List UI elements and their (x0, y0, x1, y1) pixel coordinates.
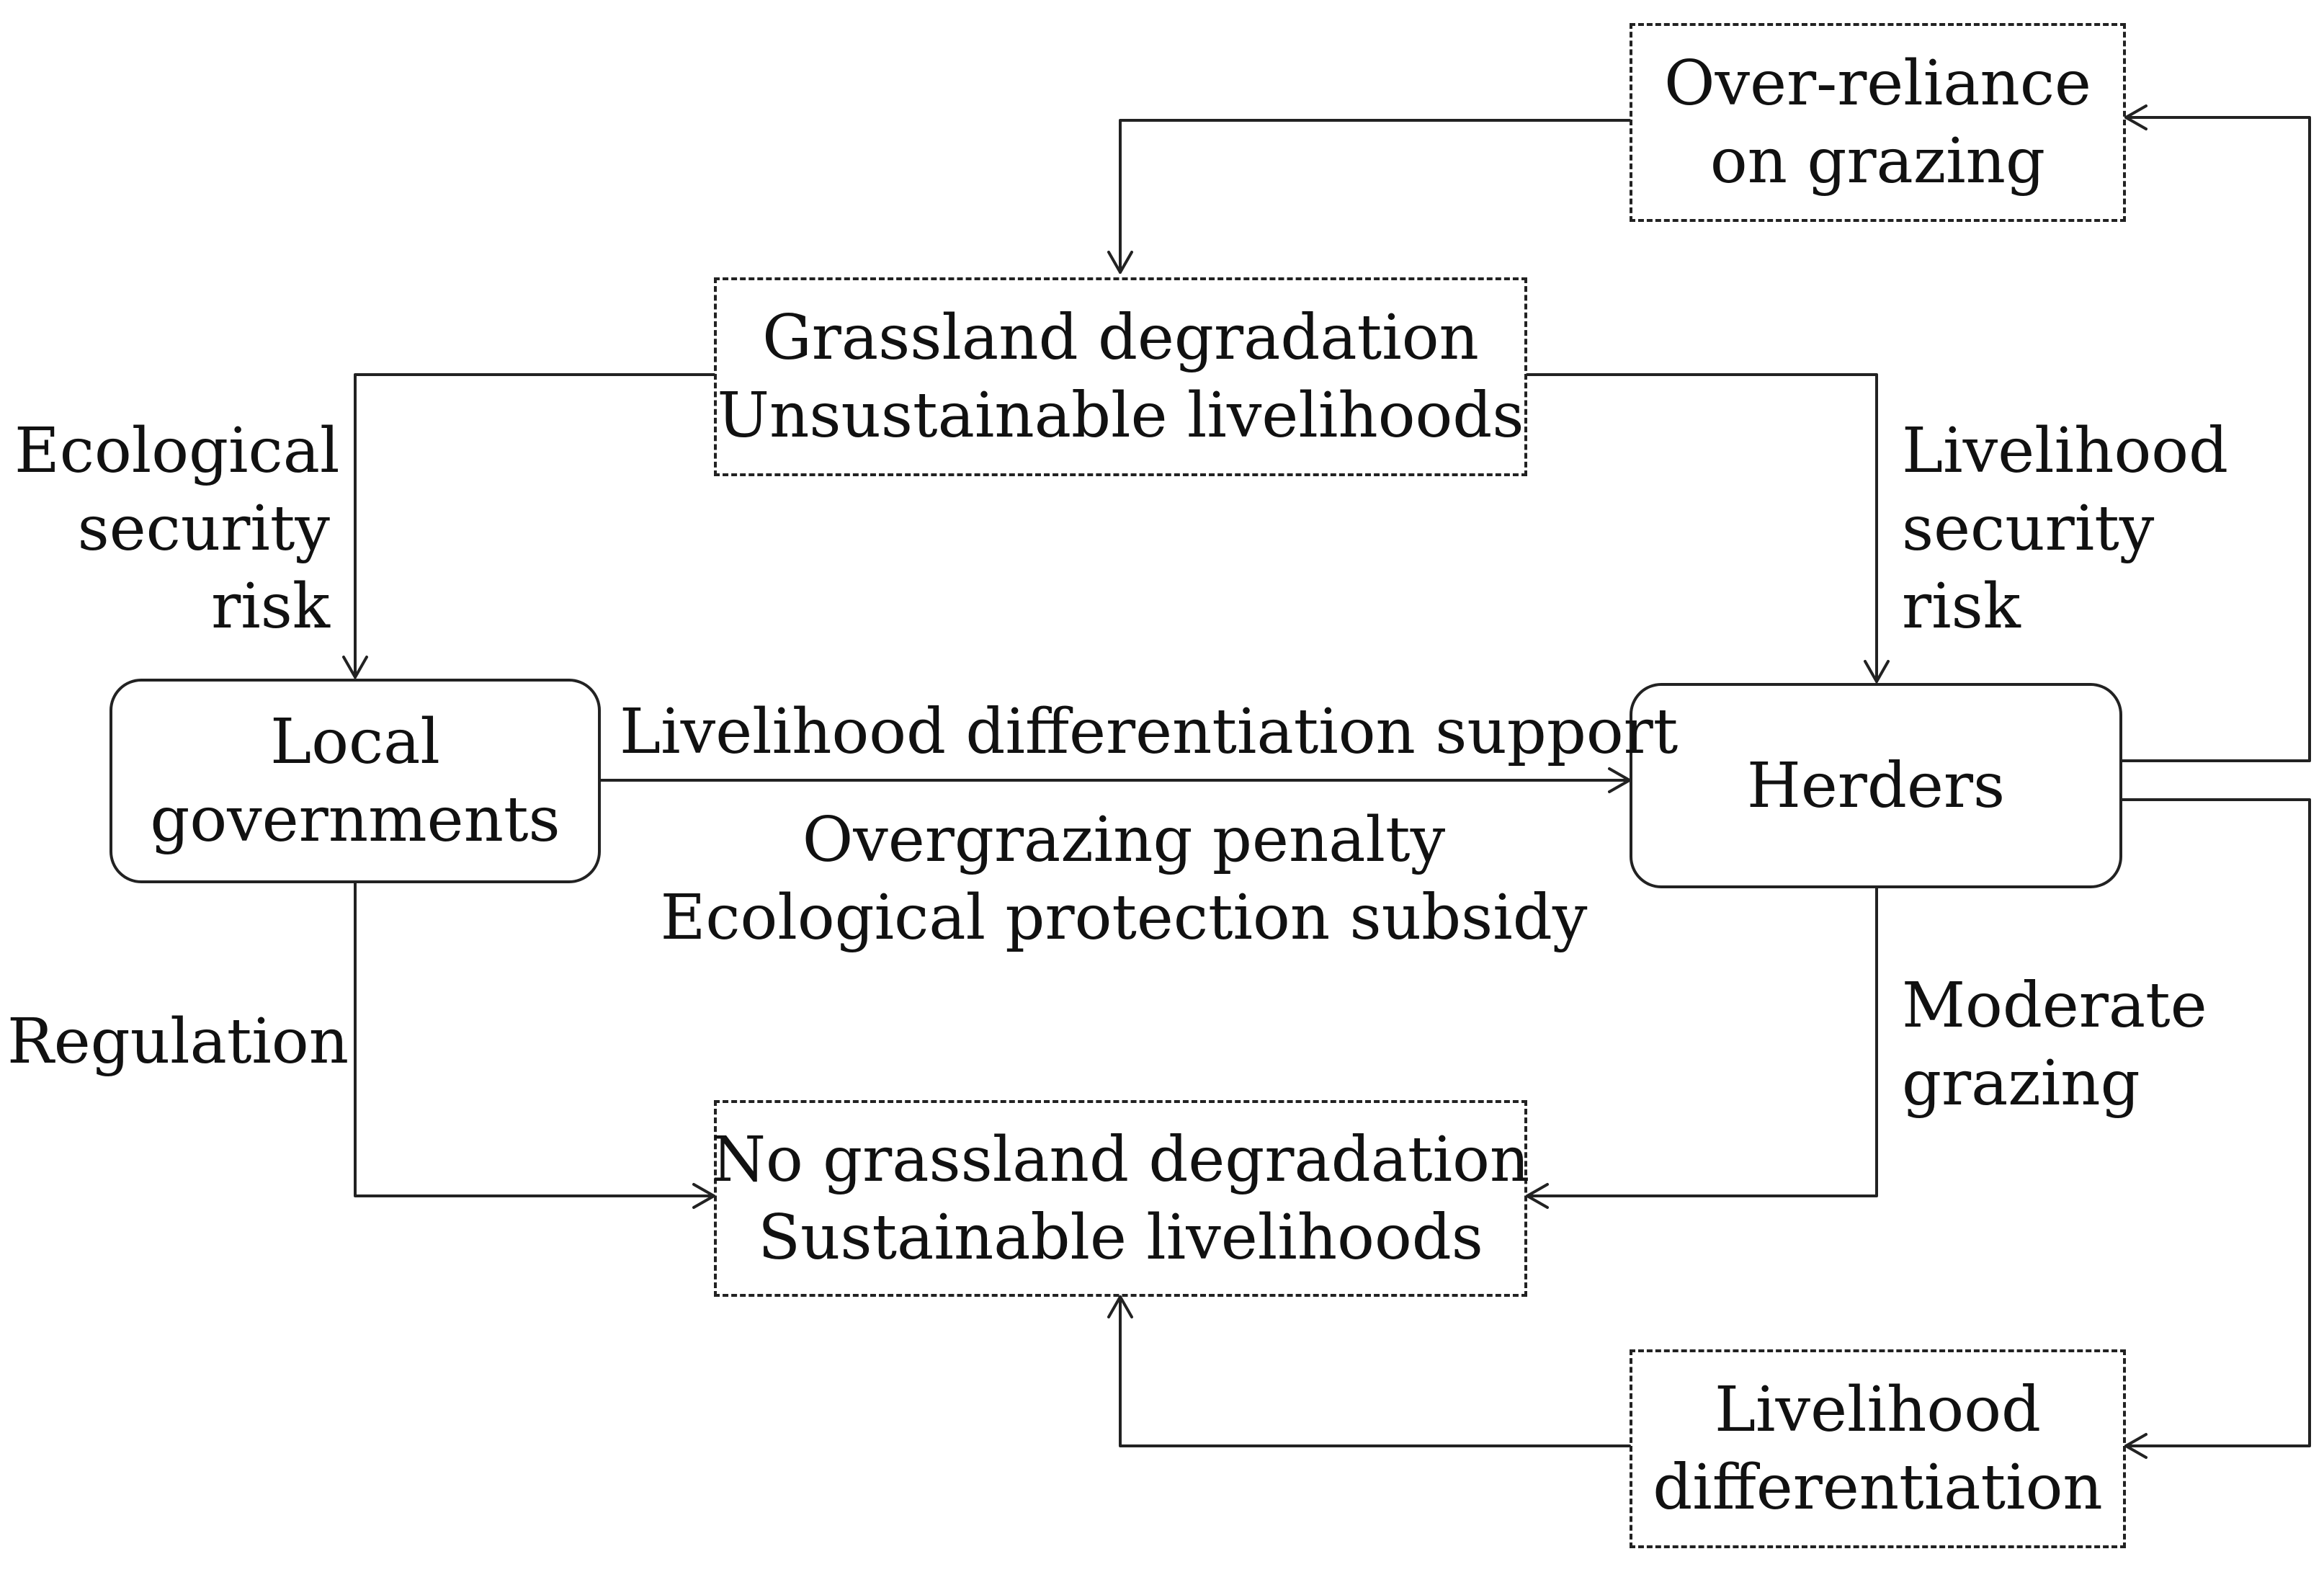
node-local-governments-line2: governments (150, 784, 560, 856)
node-livelihood-differentiation-line2: differentiation (1653, 1452, 2103, 1524)
edge-herders-to-livelihood-diff (2121, 798, 2311, 1447)
node-no-grassland-degradation: No grassland degradation Sustainable liv… (711, 1100, 1530, 1297)
node-grassland-degradation-line1: Grassland degradation (762, 302, 1479, 374)
node-livelihood-differentiation-line1: Livelihood (1714, 1374, 2042, 1446)
label-livelihood-security-risk-line1: Livelihood (1902, 415, 2229, 487)
node-grassland-degradation-line2: Unsustainable livelihoods (717, 380, 1524, 452)
node-over-reliance: Over-reliance on grazing (1630, 23, 2126, 222)
node-over-reliance-line2: on grazing (1710, 125, 2046, 197)
label-overgrazing-penalty: Overgrazing penalty (802, 804, 1446, 876)
arrowhead-no-degradation-bottom (1107, 1295, 1133, 1318)
node-over-reliance-line1: Over-reliance (1664, 48, 2091, 120)
node-herders-line1: Herders (1746, 749, 2006, 822)
edge-livelihood-diff-to-no-degradation (1119, 1295, 1631, 1447)
label-ecological-security-risk-line2: security (77, 493, 330, 565)
node-local-governments-line1: Local (270, 706, 440, 778)
node-herders: Herders (1630, 683, 2122, 888)
label-moderate-grazing: Moderate grazing (1902, 967, 2226, 1122)
node-no-grassland-degradation-line1: No grassland degradation (711, 1123, 1530, 1196)
label-regulation: Regulation (7, 1006, 349, 1078)
edge-herders-to-no-degradation (1526, 887, 1878, 1197)
label-moderate-grazing-line1: Moderate (1902, 970, 2207, 1042)
node-livelihood-differentiation: Livelihood differentiation (1630, 1349, 2126, 1548)
arrowhead-local-governments-top (342, 656, 368, 679)
node-grassland-degradation: Grassland degradation Unsustainable live… (714, 277, 1527, 476)
label-ecological-security-risk: Ecological security risk (14, 412, 340, 646)
node-no-grassland-degradation-line2: Sustainable livelihoods (758, 1201, 1483, 1274)
label-livelihood-differentiation-support: Livelihood differentiation support (620, 696, 1679, 768)
edge-overreliance-to-degradation (1119, 119, 1631, 274)
label-ecological-security-risk-line3: risk (211, 571, 330, 643)
edge-local-governments-to-no-degradation (354, 882, 715, 1197)
node-local-governments: Local governments (110, 679, 601, 883)
arrowhead-overreliance-right (2124, 104, 2148, 130)
label-livelihood-security-risk-line2: security (1902, 493, 2155, 565)
label-ecological-security-risk-line1: Ecological (14, 415, 340, 487)
label-moderate-grazing-line2: grazing (1902, 1048, 2140, 1120)
arrowhead-degradation-top (1107, 251, 1133, 274)
edge-herders-to-overreliance (2121, 116, 2311, 762)
edge-degradation-to-local-governments (354, 373, 715, 679)
edge-degradation-to-herders (1526, 373, 1878, 683)
arrowhead-livelihood-diff-right (2124, 1433, 2148, 1459)
label-livelihood-security-risk-line3: risk (1902, 571, 2021, 643)
arrowhead-no-degradation-right (1526, 1183, 1549, 1209)
label-livelihood-security-risk: Livelihood security risk (1902, 412, 2229, 646)
arrowhead-herders-top (1864, 660, 1890, 683)
label-ecological-protection-subsidy: Ecological protection subsidy (660, 882, 1588, 954)
